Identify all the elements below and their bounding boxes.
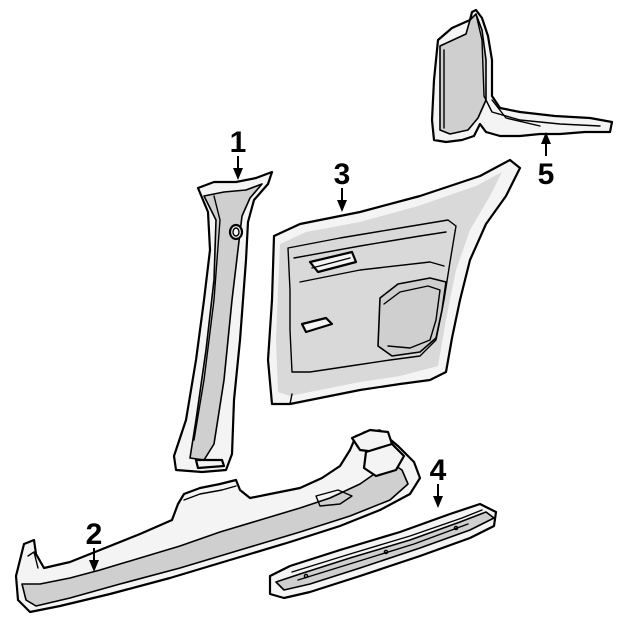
part-4-scuff-plate [268, 502, 498, 600]
part-2-rocker-trim [14, 428, 422, 614]
part-1-pillar-trim [172, 170, 274, 474]
callout-3: 3 [334, 158, 351, 191]
callout-4: 4 [430, 454, 447, 487]
callout-3-leader [337, 188, 347, 212]
part-3-door-panel [266, 158, 522, 406]
callout-2-leader [89, 548, 99, 572]
callout-5: 5 [538, 158, 555, 191]
part-5-quarter-trim [430, 8, 614, 144]
callout-1-leader [233, 156, 243, 180]
callout-5-leader [541, 132, 551, 156]
callout-1: 1 [230, 126, 247, 159]
callout-4-leader [433, 484, 443, 508]
callout-2: 2 [86, 518, 103, 551]
